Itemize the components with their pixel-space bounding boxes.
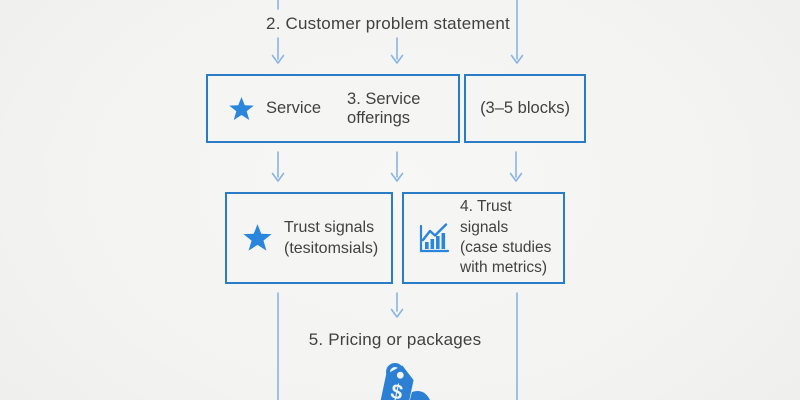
- arrowhead: [390, 54, 404, 64]
- step2-label: 2. Customer problem statement: [266, 14, 510, 33]
- service-offerings-label: 3. Service offerings: [347, 89, 421, 127]
- trust-signals-testimonials-box: Trust signals (tesitomsials): [225, 192, 393, 284]
- trust-right-line2: (case studies: [460, 239, 552, 256]
- arrowhead: [271, 54, 285, 64]
- arrowhead: [390, 308, 404, 318]
- arrowhead: [509, 172, 523, 182]
- trust-signals-case-studies-box: 4. Trust signals (case studies with metr…: [402, 192, 565, 284]
- step5-label: 5. Pricing or packages: [308, 330, 482, 349]
- price-tag-icon: $: [380, 363, 430, 400]
- price-tag-back: [409, 391, 430, 400]
- arrowhead: [271, 172, 285, 182]
- star-icon: [229, 96, 254, 120]
- bar-chart-icon: [419, 223, 450, 253]
- trust-right-line3: with metrics): [460, 259, 547, 277]
- service-icon-caption: Service: [266, 99, 322, 117]
- arrowhead: [510, 54, 524, 64]
- blocks-note-box: (3–5 blocks): [464, 74, 586, 143]
- trust-left-line2: (tesitomsials): [284, 240, 379, 257]
- star-icon: [243, 224, 272, 251]
- service-offerings-box: Service 3. Service offerings: [206, 74, 460, 143]
- arrowhead: [390, 172, 404, 182]
- trust-left-line1: Trust signals: [284, 218, 375, 236]
- blocks-note-label: (3–5 blocks): [480, 99, 570, 117]
- trust-right-line1: 4. Trust signals: [460, 198, 512, 236]
- tag-body: $: [380, 365, 414, 400]
- dollar-sign: $: [389, 380, 406, 400]
